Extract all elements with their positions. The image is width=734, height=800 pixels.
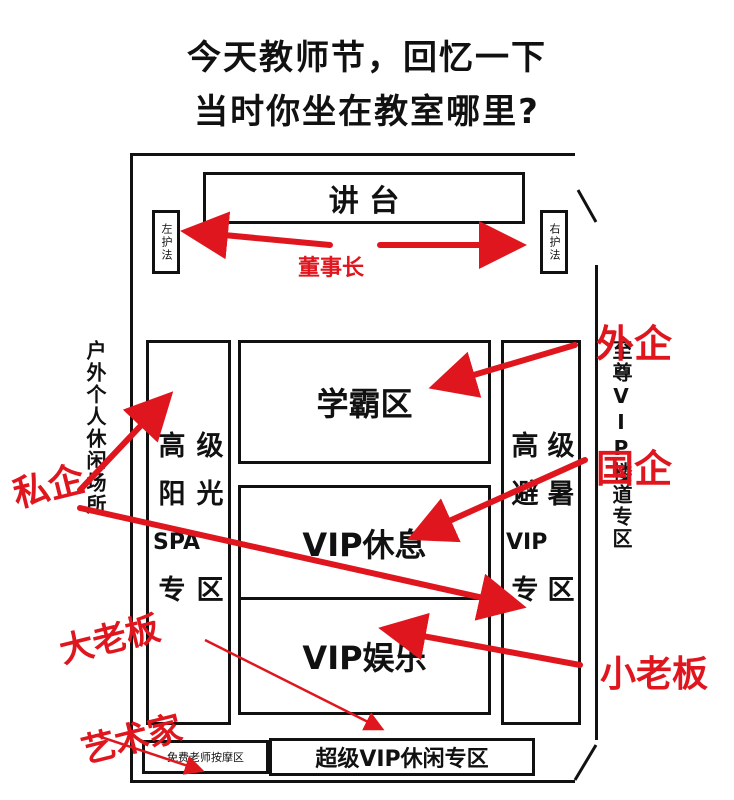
state-arrow: [407, 457, 588, 543]
top-center-label: 学霸区: [316, 385, 413, 423]
small-boss-arrow: [378, 612, 583, 668]
right-guard-label: 右护法: [548, 222, 561, 262]
label-foreign: 外企: [596, 322, 673, 366]
mid-center-label: VIP休息: [302, 525, 427, 564]
big-boss-arrow: [204, 638, 385, 731]
right-outside-label: 至尊VIP楼道专区: [609, 340, 633, 550]
chairman-arrow-left: [180, 211, 333, 260]
classroom-left-wall: [130, 153, 133, 783]
right-col-char-3: VIP: [506, 530, 548, 555]
left-guard-label: 左护法: [160, 222, 173, 262]
bottom-bar-label: 超级VIP休闲专区: [315, 747, 489, 772]
bottom-bar-zone: 超级VIP休闲专区: [269, 738, 535, 776]
right-col-char-8: 区: [547, 575, 575, 606]
left-col-char-5: 级: [196, 431, 224, 462]
bottom-center-zone: VIP娱乐: [238, 597, 491, 715]
right-col-char-6: 暑: [547, 479, 575, 510]
right-guard-box: 右护法: [540, 210, 568, 274]
label-small-boss: 小老板: [600, 654, 709, 695]
left-guard-box: 左护法: [152, 210, 180, 274]
podium-label: 讲 台: [328, 184, 400, 219]
label-state: 国企: [596, 447, 673, 491]
left-col-char-2: 阳: [158, 479, 186, 510]
private-arrow-up: [77, 391, 174, 493]
classroom-bottom-wall: [130, 780, 575, 783]
title-line-2: 当时你坐在教室哪里?: [194, 92, 540, 132]
artist-arrow: [94, 733, 205, 775]
podium: 讲 台: [203, 172, 525, 224]
title-line-1: 今天教师节，回忆一下: [187, 38, 547, 78]
right-col-char-5: 级: [547, 431, 575, 462]
bottom-left-small-zone: 免费老师按摩区: [142, 740, 269, 774]
right-col-char-1: 高: [511, 431, 539, 462]
classroom-right-wall: [595, 265, 598, 740]
left-col-char-8: 区: [196, 575, 224, 606]
foreign-arrow: [428, 342, 578, 398]
classroom-top-wall: [130, 153, 575, 156]
private-arrow-long: [77, 505, 527, 621]
left-col-char-6: 光: [196, 479, 224, 510]
left-col-char-4: 专: [158, 575, 186, 606]
label-chairman: 董事长: [298, 256, 365, 281]
